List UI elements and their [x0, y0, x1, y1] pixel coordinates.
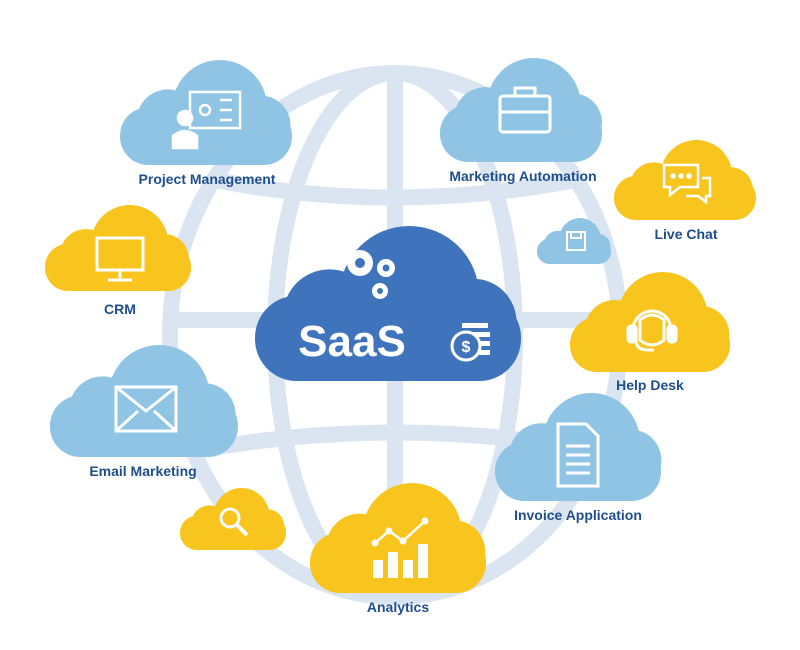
label-marketing-automation: Marketing Automation — [449, 168, 596, 184]
label-crm: CRM — [104, 301, 136, 317]
label-analytics: Analytics — [367, 599, 429, 615]
cloud-project-management — [120, 60, 292, 165]
label-invoice-application: Invoice Application — [514, 507, 642, 523]
saas-title: SaaS — [298, 317, 406, 366]
chat-icon — [662, 163, 712, 205]
gears-icon — [347, 250, 395, 299]
envelope-icon — [114, 385, 178, 433]
document-icon — [556, 422, 600, 488]
org-chart-icon — [171, 90, 242, 150]
cloud-help-desk — [570, 272, 730, 372]
floppy-disk-icon — [566, 231, 586, 251]
cloud-crm — [45, 205, 191, 291]
label-help-desk: Help Desk — [616, 377, 684, 393]
briefcase-icon — [498, 86, 552, 134]
cloud-marketing-automation — [440, 58, 602, 162]
cloud-live-chat — [614, 140, 756, 220]
label-project-management: Project Management — [139, 171, 276, 187]
cloud-email-marketing — [50, 345, 238, 457]
monitor-icon — [95, 236, 145, 282]
cloud-invoice-application — [495, 393, 662, 501]
cloud-small-search — [180, 488, 286, 550]
bar-chart-icon — [371, 517, 429, 578]
magnifier-icon — [219, 507, 249, 537]
label-live-chat: Live Chat — [654, 226, 717, 242]
label-email-marketing: Email Marketing — [89, 463, 196, 479]
svg-text:$: $ — [462, 339, 471, 356]
coins-icon: $ — [450, 323, 490, 362]
headset-icon — [626, 309, 678, 352]
